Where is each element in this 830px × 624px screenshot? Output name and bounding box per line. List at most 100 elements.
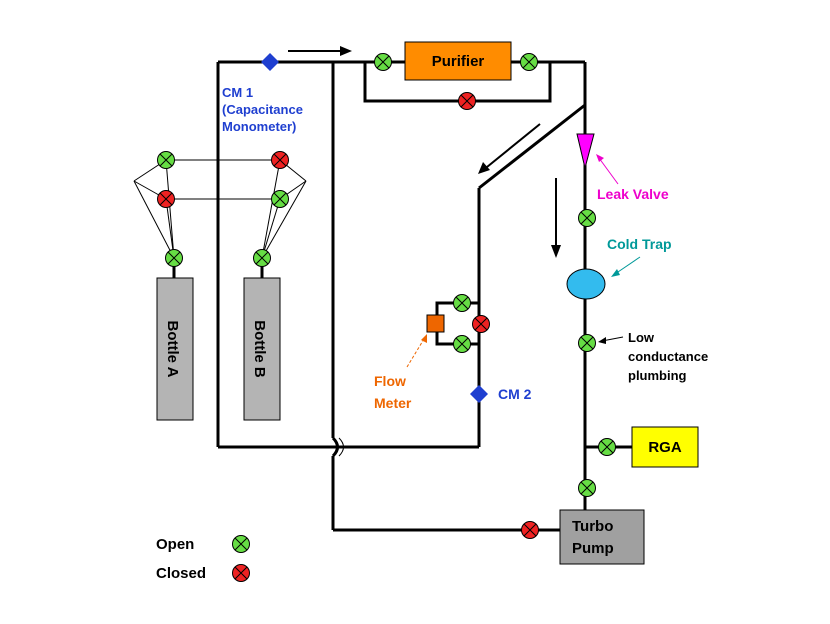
cm2-label: CM 2: [498, 386, 532, 402]
flow-arrow-top-head: [340, 46, 352, 56]
leak-valve-icon: [576, 133, 595, 169]
valve-manifold-top-right[interactable]: [271, 151, 289, 169]
flow-meter-callout: Flow Meter: [374, 334, 427, 411]
legend-open-valve-icon: [232, 535, 250, 553]
leak-valve: [576, 133, 595, 169]
cold-trap-icon: [566, 268, 606, 300]
valve-above-turbo[interactable]: [578, 479, 596, 497]
bottle-manifold: [133, 159, 307, 259]
flow-meter-leader: [406, 338, 425, 368]
valves: [157, 53, 616, 539]
valve-manifold-top-left[interactable]: [157, 151, 175, 169]
cm1-label-line2: (Capacitance: [222, 102, 303, 117]
valve-cross-icon: [600, 440, 614, 454]
valve-flow-meter-lower[interactable]: [453, 335, 471, 353]
valve-cross-icon: [460, 94, 474, 108]
low-conductance-callout: Low conductance plumbing: [598, 330, 708, 383]
valve-purifier-in[interactable]: [374, 53, 392, 71]
rga-box: [631, 426, 699, 468]
legend-closed-label: Closed: [156, 565, 206, 582]
valve-cross-icon: [159, 192, 173, 206]
cold-trap-callout: Cold Trap: [607, 236, 672, 277]
valve-bottle-b[interactable]: [253, 249, 271, 267]
valve-cross-icon: [167, 251, 181, 265]
valve-flow-meter-upper[interactable]: [453, 294, 471, 312]
valve-cross-icon: [455, 337, 469, 351]
manifold-left-to-bottle-a: [133, 180, 175, 259]
valve-turbo-inlet[interactable]: [521, 521, 539, 539]
cold-trap-label: Cold Trap: [607, 236, 672, 252]
valve-cross-icon: [159, 153, 173, 167]
valve-cross-icon: [474, 317, 488, 331]
low-conductance-label-line3: plumbing: [628, 368, 687, 383]
cm1-gauge-icon: [261, 53, 279, 71]
valve-purifier-out[interactable]: [520, 53, 538, 71]
cm1-label-line3: Monometer): [222, 119, 296, 134]
rga: RGA: [631, 426, 699, 468]
valve-cross-icon: [255, 251, 269, 265]
flow-arrow-diagonal-head: [478, 162, 490, 174]
pipe-purifier-bypass: [363, 62, 552, 103]
valve-manifold-bottom-right[interactable]: [271, 190, 289, 208]
flow-meter-label-line1: Flow: [374, 373, 406, 389]
manifold-right-to-bottle-b: [261, 180, 307, 259]
manifold-top-to-bottle-b: [261, 159, 281, 259]
flow-meter-icon: [426, 314, 445, 333]
cold-trap: [566, 268, 606, 300]
valve-cross-icon: [455, 296, 469, 310]
low-conductance-leader-head: [598, 337, 606, 344]
flow-meter-label-line2: Meter: [374, 395, 412, 411]
bottle-b-label: Bottle B: [251, 320, 268, 378]
cold-trap-leader-head: [611, 269, 620, 277]
valve-manifold-bottom-left[interactable]: [157, 190, 175, 208]
flow-arrow-down-head: [551, 245, 561, 258]
valve-cross-icon: [273, 192, 287, 206]
legend-open-label: Open: [156, 536, 194, 553]
valve-purifier-bypass[interactable]: [458, 92, 476, 110]
valve-flow-meter-bypass[interactable]: [472, 315, 490, 333]
leak-valve-leader: [598, 157, 619, 185]
cm1-label-line1: CM 1: [222, 85, 253, 100]
pipe-crossover-hop: [331, 436, 339, 458]
manifold-top-to-bottle-a: [165, 159, 175, 259]
leak-valve-leader-head: [596, 154, 604, 162]
leak-valve-callout: Leak Valve: [596, 154, 669, 202]
turbo-pump: Turbo Pump: [559, 509, 645, 565]
turbo-pump-box: [559, 509, 645, 565]
cm1-label: CM 1 (Capacitance Monometer): [222, 85, 303, 134]
bottle-a-body: [156, 277, 194, 421]
turbo-pump-label-line1: Turbo: [572, 518, 613, 535]
bottle-a-label: Bottle A: [164, 321, 181, 378]
legend: Open Closed: [156, 535, 250, 582]
valve-bottle-a[interactable]: [165, 249, 183, 267]
bottle-b: Bottle B: [243, 277, 281, 421]
valve-cross-icon: [234, 566, 248, 580]
low-conductance-label-line2: conductance: [628, 349, 708, 364]
leak-valve-label: Leak Valve: [597, 186, 669, 202]
valve-cross-icon: [523, 523, 537, 537]
purifier-label: Purifier: [432, 53, 485, 70]
bottle-b-body: [243, 277, 281, 421]
valve-cross-icon: [580, 211, 594, 225]
flow-meter-leader-head: [421, 334, 427, 343]
pipe-diagonal-branch: [478, 103, 586, 190]
cm2-gauge-icon: [470, 385, 488, 403]
turbo-pump-label-line2: Pump: [572, 540, 614, 557]
valve-cross-icon: [522, 55, 536, 69]
legend-closed-valve-icon: [232, 564, 250, 582]
manifold-bottom-to-bottle-a: [165, 198, 175, 259]
valve-cross-icon: [580, 336, 594, 350]
low-conductance-label-line1: Low: [628, 330, 655, 345]
valve-after-cold-trap[interactable]: [578, 334, 596, 352]
rga-label: RGA: [648, 439, 682, 456]
purifier: Purifier: [404, 41, 512, 81]
valve-after-leak-valve[interactable]: [578, 209, 596, 227]
valve-cross-icon: [376, 55, 390, 69]
flow-meter: [426, 314, 445, 333]
valve-rga[interactable]: [598, 438, 616, 456]
cold-trap-leader: [614, 256, 641, 275]
pipe-crossover-hop-outline: [338, 437, 344, 457]
purifier-box: [404, 41, 512, 81]
valve-cross-icon: [273, 153, 287, 167]
